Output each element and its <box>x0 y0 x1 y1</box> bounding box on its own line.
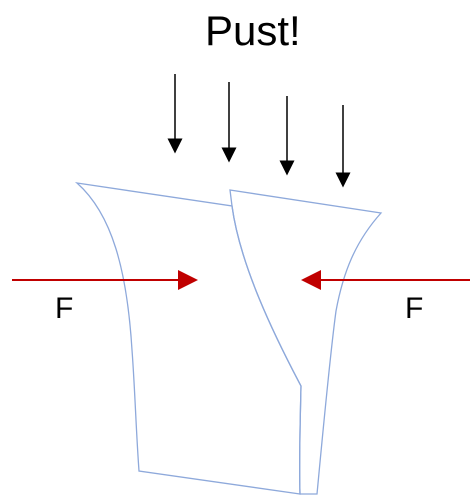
diagram-title: Pust! <box>205 7 301 54</box>
left-sheet <box>74 182 302 495</box>
right-force-label: F <box>405 292 424 325</box>
right-sheet <box>229 189 383 495</box>
left-force-label: F <box>55 292 74 325</box>
